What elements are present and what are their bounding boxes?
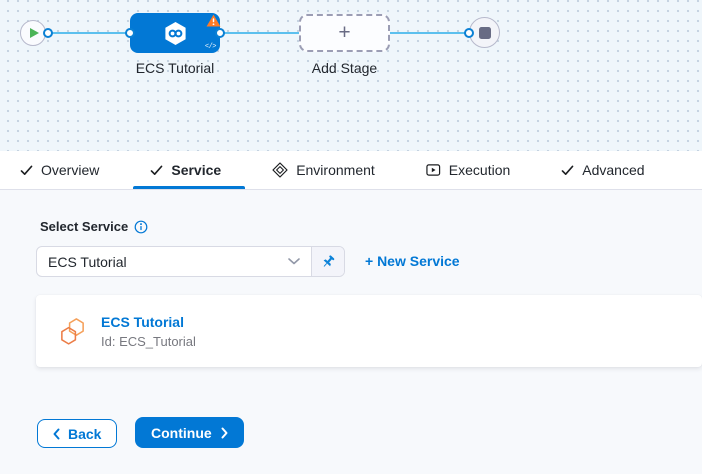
pipeline-start-node bbox=[20, 20, 46, 46]
pin-button[interactable] bbox=[311, 247, 344, 276]
tab-label: Advanced bbox=[582, 162, 645, 178]
stage-tabbar: Overview Service Environment Execution bbox=[0, 151, 702, 190]
add-stage-button[interactable]: + bbox=[299, 14, 390, 52]
service-card-title: ECS Tutorial bbox=[101, 313, 184, 330]
warning-icon[interactable] bbox=[206, 14, 221, 27]
connector-port bbox=[43, 28, 53, 38]
stop-icon bbox=[478, 26, 491, 39]
connector-line bbox=[220, 32, 299, 34]
service-select[interactable]: ECS Tutorial bbox=[36, 246, 345, 277]
connector-line bbox=[48, 32, 130, 34]
tab-overview[interactable]: Overview bbox=[20, 151, 99, 189]
info-icon[interactable] bbox=[134, 220, 148, 234]
tab-label: Service bbox=[171, 162, 222, 178]
add-stage-label: Add Stage bbox=[311, 60, 378, 76]
tab-service[interactable]: Service bbox=[133, 151, 245, 189]
continue-button[interactable]: Continue bbox=[135, 417, 244, 448]
chevron-down-icon bbox=[288, 258, 300, 265]
execution-icon bbox=[426, 164, 440, 176]
tab-execution[interactable]: Execution bbox=[426, 151, 510, 189]
service-select-value: ECS Tutorial bbox=[48, 253, 127, 270]
connector-port bbox=[215, 28, 225, 38]
check-icon bbox=[561, 165, 574, 175]
connector-line bbox=[390, 32, 469, 34]
tab-label: Overview bbox=[41, 162, 100, 178]
play-icon bbox=[29, 28, 39, 38]
pipeline-canvas[interactable]: </> ECS Tutorial + Add Stage bbox=[0, 0, 702, 151]
select-service-row: Select Service bbox=[40, 219, 148, 234]
back-button-label: Back bbox=[68, 425, 102, 442]
service-hexagon-icon bbox=[61, 317, 84, 345]
chevron-left-icon bbox=[53, 428, 60, 439]
plus-icon: + bbox=[338, 20, 351, 44]
continue-button-label: Continue bbox=[151, 424, 212, 441]
environment-icon bbox=[272, 162, 288, 178]
connector-port bbox=[464, 28, 474, 38]
select-service-label: Select Service bbox=[40, 219, 129, 234]
chevron-right-icon bbox=[221, 427, 228, 438]
connector-port bbox=[125, 28, 135, 38]
check-icon bbox=[20, 165, 33, 175]
service-card[interactable]: ECS Tutorial Id: ECS_Tutorial bbox=[36, 295, 702, 367]
tab-label: Execution bbox=[448, 162, 511, 178]
tab-label: Environment bbox=[296, 162, 375, 178]
new-service-button[interactable]: + New Service bbox=[365, 253, 460, 269]
stage-node-ecs-tutorial[interactable]: </> bbox=[130, 13, 221, 53]
tab-advanced[interactable]: Advanced bbox=[561, 151, 645, 189]
code-badge: </> bbox=[204, 43, 217, 51]
service-card-id: Id: ECS_Tutorial bbox=[101, 333, 196, 349]
tab-environment[interactable]: Environment bbox=[272, 151, 375, 189]
back-button[interactable]: Back bbox=[37, 419, 118, 448]
cd-stage-icon bbox=[164, 21, 186, 45]
pin-icon bbox=[323, 254, 335, 267]
stage-label: ECS Tutorial bbox=[135, 60, 215, 76]
check-icon bbox=[150, 165, 163, 175]
